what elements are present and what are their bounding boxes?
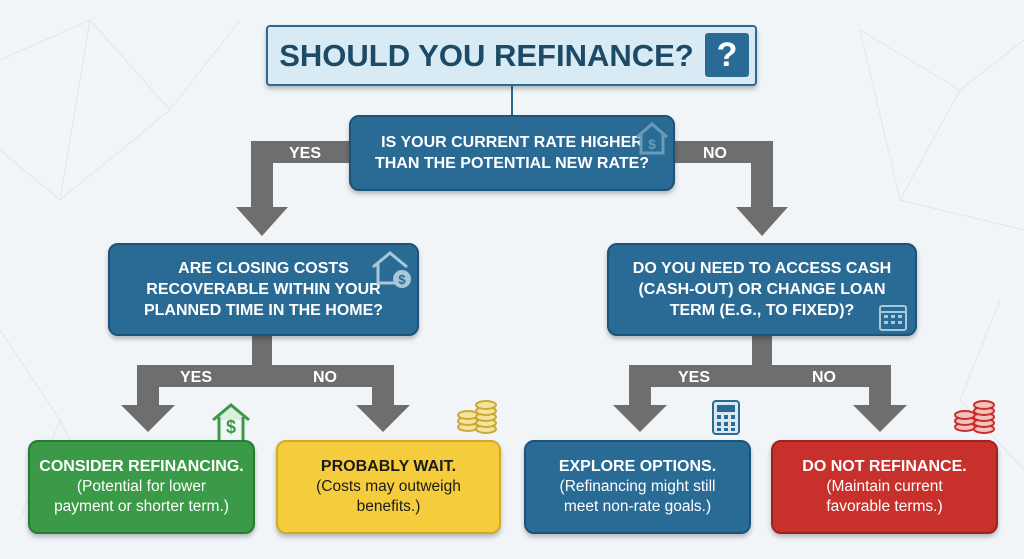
result-heading: CONSIDER REFINANCING.	[39, 458, 244, 475]
result-consider-refinancing: CONSIDER REFINANCING. (Potential for low…	[28, 440, 255, 534]
svg-text:$: $	[398, 272, 406, 287]
no-label-right: NO	[812, 369, 836, 386]
calculator-icon	[712, 400, 740, 435]
question-mark-icon: ?	[705, 33, 749, 77]
no-label-left: NO	[313, 369, 337, 386]
result-heading: PROBABLY WAIT.	[320, 458, 457, 475]
result-text: (Costs may outweigh	[316, 478, 461, 495]
coins-icon	[954, 400, 995, 434]
result-text: favorable terms.)	[826, 498, 943, 515]
result-text: (Potential for lower	[76, 478, 207, 495]
result-heading: EXPLORE OPTIONS.	[558, 458, 717, 475]
question-line: DO YOU NEED TO ACCESS CASH	[632, 260, 892, 277]
house-dollar-icon: $	[212, 403, 250, 440]
title-box: SHOULD YOU REFINANCE? ?	[266, 25, 757, 86]
result-heading: DO NOT REFINANCE.	[802, 458, 967, 475]
result-text: meet non-rate goals.)	[563, 498, 712, 515]
calendar-icon	[879, 305, 907, 331]
question-line: RECOVERABLE WITHIN YOUR	[146, 281, 381, 298]
house-dollar-icon: $	[636, 122, 668, 155]
svg-text:$: $	[648, 136, 656, 152]
yes-label-right: YES	[678, 369, 711, 386]
question-closing-costs: $ ARE CLOSING COSTS RECOVERABLE WITHIN Y…	[108, 243, 419, 336]
question-cash-out: DO YOU NEED TO ACCESS CASH (CASH-OUT) OR…	[607, 243, 917, 336]
yes-label-1: YES	[289, 145, 322, 162]
question-line: (CASH-OUT) OR CHANGE LOAN	[638, 281, 886, 298]
question-current-rate: $ IS YOUR CURRENT RATE HIGHER THAN THE P…	[349, 115, 675, 191]
svg-text:$: $	[226, 417, 236, 437]
no-label-1: NO	[703, 145, 727, 162]
result-text: (Refinancing might still	[559, 478, 716, 495]
question-line: TERM (E.G., TO FIXED)?	[669, 302, 855, 319]
house-dollar-icon: $	[372, 251, 411, 288]
question-line: IS YOUR CURRENT RATE HIGHER	[381, 134, 643, 151]
question-line: THAN THE POTENTIAL NEW RATE?	[374, 155, 650, 172]
result-explore-options: EXPLORE OPTIONS. (Refinancing might stil…	[524, 440, 751, 534]
question-line: ARE CLOSING COSTS	[178, 260, 349, 277]
result-text: (Maintain current	[826, 478, 943, 495]
result-text: benefits.)	[356, 498, 421, 515]
question-line: PLANNED TIME IN THE HOME?	[143, 302, 384, 319]
yes-label-left: YES	[180, 369, 213, 386]
result-text: payment or shorter term.)	[54, 498, 229, 515]
result-probably-wait: PROBABLY WAIT. (Costs may outweigh benef…	[276, 440, 501, 534]
coins-icon	[457, 400, 497, 434]
page-title: SHOULD YOU REFINANCE?	[279, 37, 694, 73]
result-do-not-refinance: DO NOT REFINANCE. (Maintain current favo…	[771, 440, 998, 534]
